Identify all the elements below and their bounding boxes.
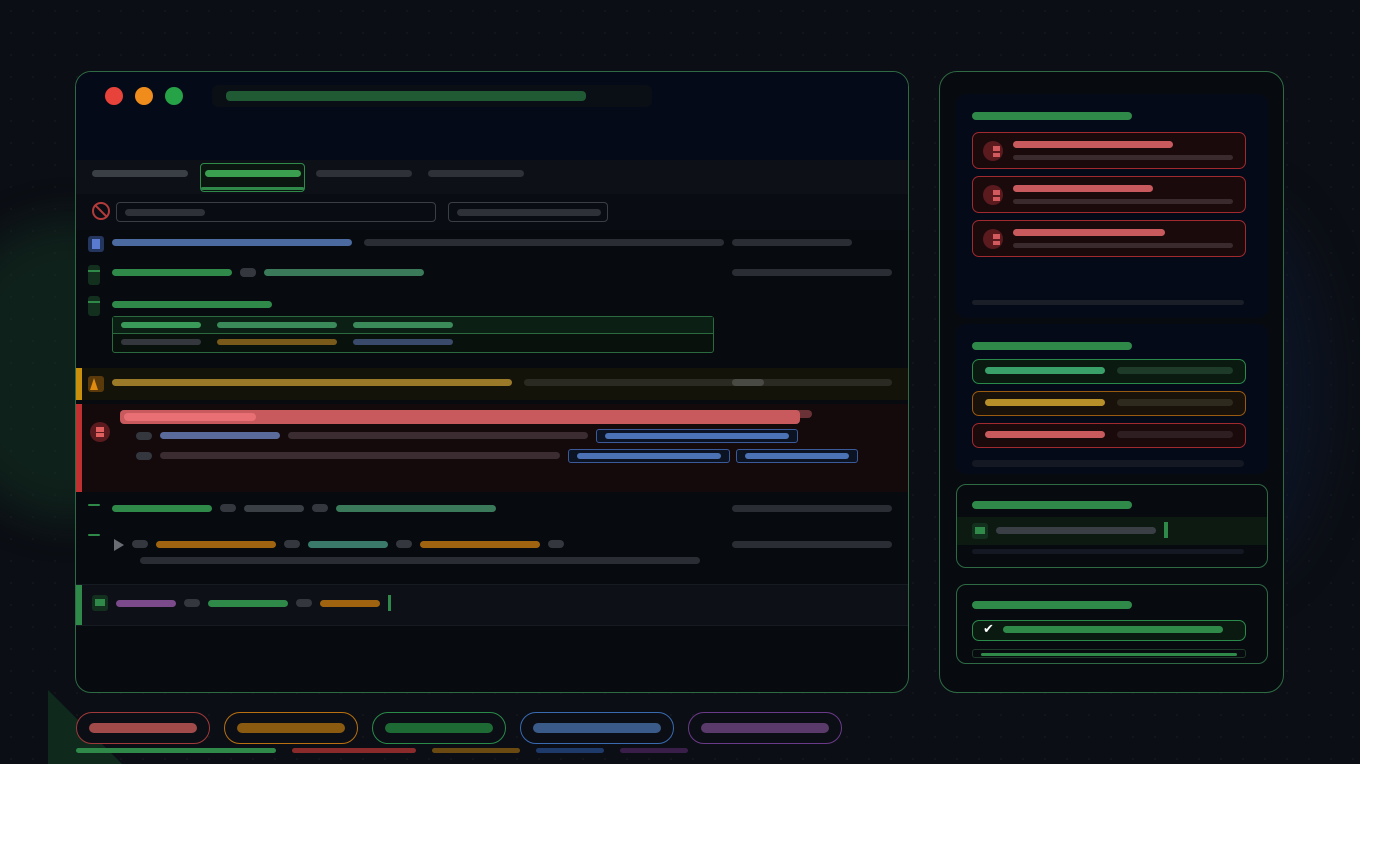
inline-table — [112, 316, 714, 353]
error-list-card — [956, 94, 1268, 318]
error-icon — [983, 229, 1003, 249]
warning-icon — [88, 376, 104, 392]
legend-chip-error[interactable] — [76, 712, 210, 744]
error-entry[interactable] — [972, 176, 1246, 213]
legend-bar-accent — [620, 748, 688, 753]
status-entry-success[interactable] — [972, 359, 1246, 384]
block-icon[interactable] — [92, 202, 110, 220]
table-row — [113, 334, 713, 352]
filter-select[interactable] — [448, 202, 608, 222]
terminal-line[interactable] — [957, 517, 1267, 545]
legend-bar-success — [76, 748, 276, 753]
check-card: ✔ — [956, 584, 1268, 664]
legend-chip-success[interactable] — [372, 712, 506, 744]
tab-4[interactable] — [428, 170, 524, 177]
error-icon — [983, 185, 1003, 205]
tab-3[interactable] — [316, 170, 412, 177]
card-title — [972, 342, 1132, 350]
legend-chip-accent[interactable] — [688, 712, 842, 744]
error-icon — [90, 422, 110, 442]
legend-bar-warning — [432, 748, 520, 753]
stack-link[interactable] — [596, 429, 798, 443]
file-icon — [88, 236, 104, 252]
card-title — [972, 112, 1132, 120]
terminal-icon — [972, 523, 988, 539]
close-button[interactable] — [105, 87, 123, 105]
search-input[interactable] — [116, 202, 436, 222]
legend-bar-info — [536, 748, 604, 753]
stack-link[interactable] — [568, 449, 730, 463]
minus-icon — [88, 504, 100, 506]
error-entry[interactable] — [972, 132, 1246, 169]
error-row[interactable] — [76, 404, 908, 492]
card-title — [972, 601, 1132, 609]
card-title — [972, 501, 1132, 509]
collapsible-item[interactable] — [76, 524, 908, 576]
active-tab-indicator — [201, 187, 304, 190]
check-entry[interactable]: ✔ — [972, 620, 1246, 641]
minimize-button[interactable] — [135, 87, 153, 105]
list-item[interactable] — [76, 260, 908, 290]
document-icon — [88, 296, 100, 316]
title-bar — [76, 72, 908, 160]
status-entry-error[interactable] — [972, 423, 1246, 448]
minus-icon — [88, 534, 100, 536]
app-canvas: ✔ — [0, 0, 1360, 764]
check-icon: ✔ — [983, 622, 994, 637]
stack-link[interactable] — [736, 449, 858, 463]
error-entry[interactable] — [972, 220, 1246, 257]
document-icon — [88, 265, 100, 285]
legend-bar-error — [292, 748, 416, 753]
list-item[interactable] — [76, 290, 908, 364]
terminal-icon — [92, 595, 108, 611]
table-header — [113, 317, 713, 334]
main-window — [75, 71, 909, 693]
maximize-button[interactable] — [165, 87, 183, 105]
legend-chip-info[interactable] — [520, 712, 674, 744]
progress-bar — [972, 649, 1246, 658]
legend-chip-warning[interactable] — [224, 712, 358, 744]
text-cursor — [1164, 522, 1168, 538]
list-item[interactable] — [76, 494, 908, 524]
terminal-card — [956, 484, 1268, 568]
status-card — [956, 324, 1268, 474]
status-entry-warning[interactable] — [972, 391, 1246, 416]
filter-row — [76, 194, 908, 230]
text-cursor — [388, 595, 391, 611]
error-icon — [983, 141, 1003, 161]
address-bar[interactable] — [212, 85, 652, 107]
address-text-placeholder — [226, 91, 586, 101]
tab-1[interactable] — [92, 170, 188, 177]
tab-bar — [76, 160, 908, 194]
error-message-highlight — [120, 410, 800, 424]
chevron-right-icon[interactable] — [114, 539, 124, 551]
list-item[interactable] — [76, 230, 908, 260]
warning-row[interactable] — [76, 368, 908, 400]
sidebar-panel: ✔ — [939, 71, 1284, 693]
terminal-input-row[interactable] — [76, 584, 908, 626]
tab-2-active[interactable] — [200, 163, 305, 192]
